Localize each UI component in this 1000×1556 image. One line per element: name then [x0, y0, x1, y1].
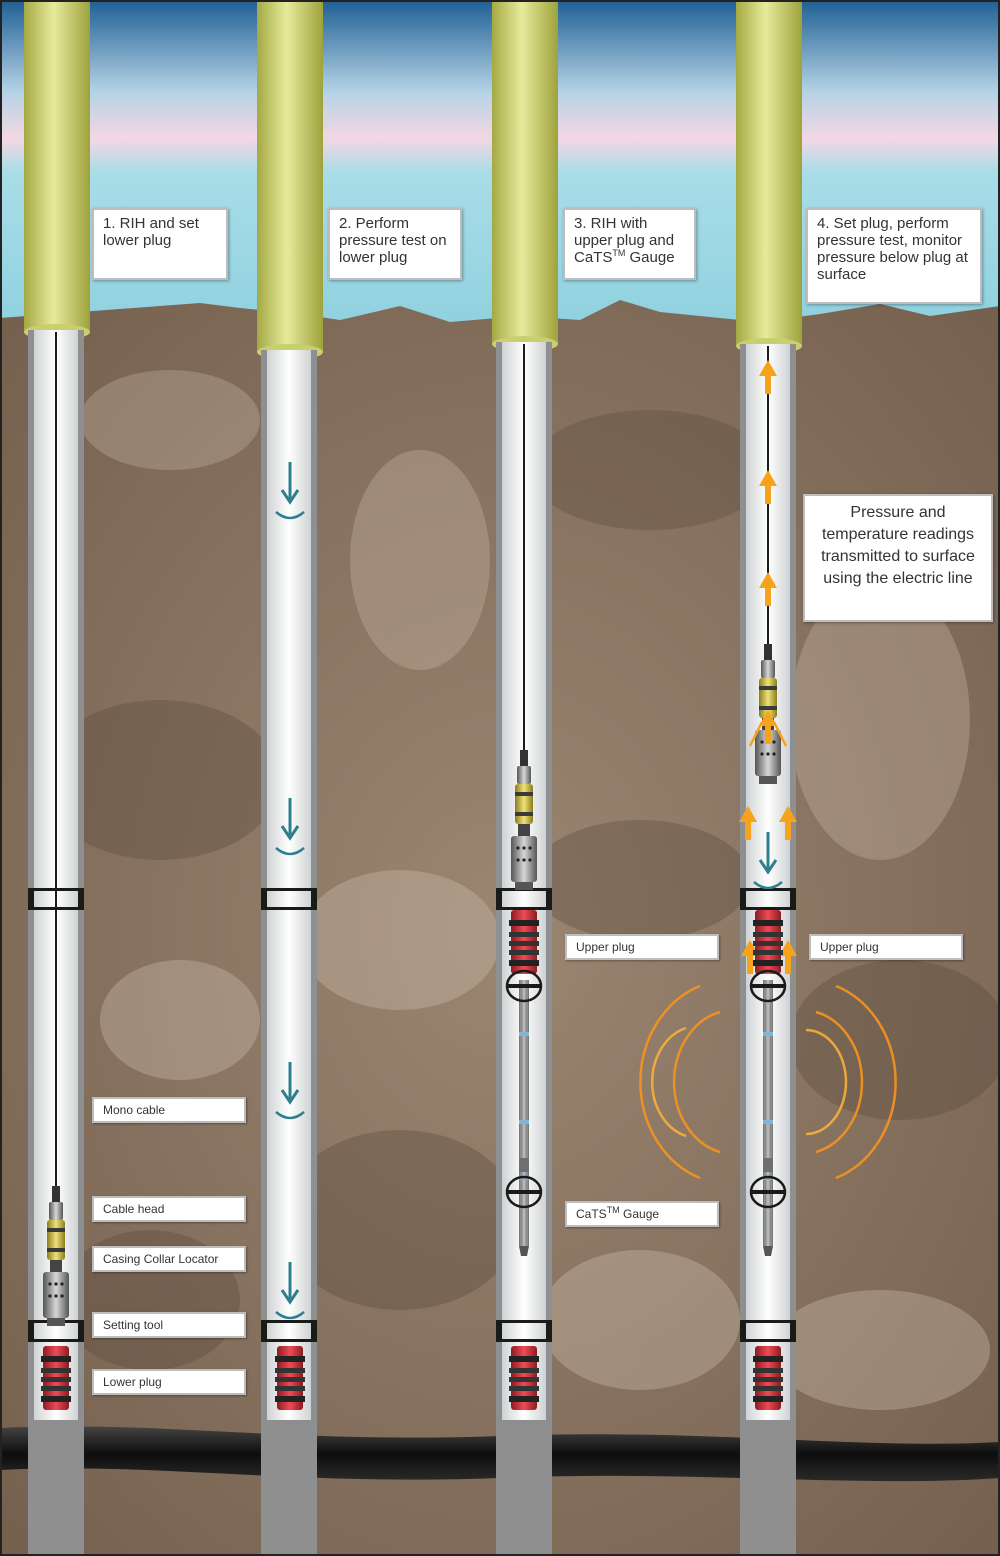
label-setting-tool: Setting tool	[92, 1312, 246, 1338]
step-1-text: 1. RIH and set lower plug	[103, 215, 199, 249]
step-2-box: 2. Perform pressure test on lower plug	[328, 208, 462, 280]
label-lower-plug: Lower plug	[92, 1369, 246, 1395]
riser-3	[492, 0, 558, 344]
well-2	[257, 0, 323, 1556]
step-1-box: 1. RIH and set lower plug	[92, 208, 228, 280]
lower-plug-1	[41, 1346, 71, 1410]
riser-1	[24, 0, 90, 332]
rock-texture	[40, 370, 1000, 1410]
well-4	[639, 0, 897, 1556]
riser-2	[257, 0, 323, 352]
well-3	[492, 0, 558, 1556]
step-3-box: 3. RIH with upper plug and CaTSTM Gauge	[563, 208, 696, 280]
step-4-text: 4. Set plug, perform pressure test, moni…	[817, 215, 968, 283]
step-3-text-sup: TM	[612, 248, 626, 258]
step-3-text-suffix: Gauge	[625, 249, 675, 266]
step-4-box: 4. Set plug, perform pressure test, moni…	[806, 208, 982, 304]
acoustic-wave-icon	[639, 984, 897, 1180]
riser-4	[736, 0, 802, 346]
transmission-note-text: Pressure and temperature readings transm…	[821, 504, 975, 587]
lower-plug-2	[275, 1346, 305, 1410]
upper-plug-3	[509, 910, 539, 974]
label-upper-plug-4: Upper plug	[809, 934, 963, 960]
signal-up-arrow-icon	[739, 710, 797, 974]
step-3-text-prefix: 3. RIH with upper plug and CaTS	[574, 215, 675, 266]
label-mono-cable: Mono cable	[92, 1097, 246, 1123]
label-cats-gauge: CaTSTM Gauge	[565, 1201, 719, 1227]
label-casing-collar-locator: Casing Collar Locator	[92, 1246, 246, 1272]
well-1	[24, 0, 90, 1556]
lower-plug-4	[753, 1346, 783, 1410]
well-1-fluid	[34, 1420, 78, 1556]
label-cable-head: Cable head	[92, 1196, 246, 1222]
lower-plug-3	[509, 1346, 539, 1410]
label-upper-plug-3: Upper plug	[565, 934, 719, 960]
step-2-text: 2. Perform pressure test on lower plug	[339, 215, 447, 266]
upper-plug-4	[753, 910, 783, 974]
transmission-note: Pressure and temperature readings transm…	[803, 494, 993, 622]
